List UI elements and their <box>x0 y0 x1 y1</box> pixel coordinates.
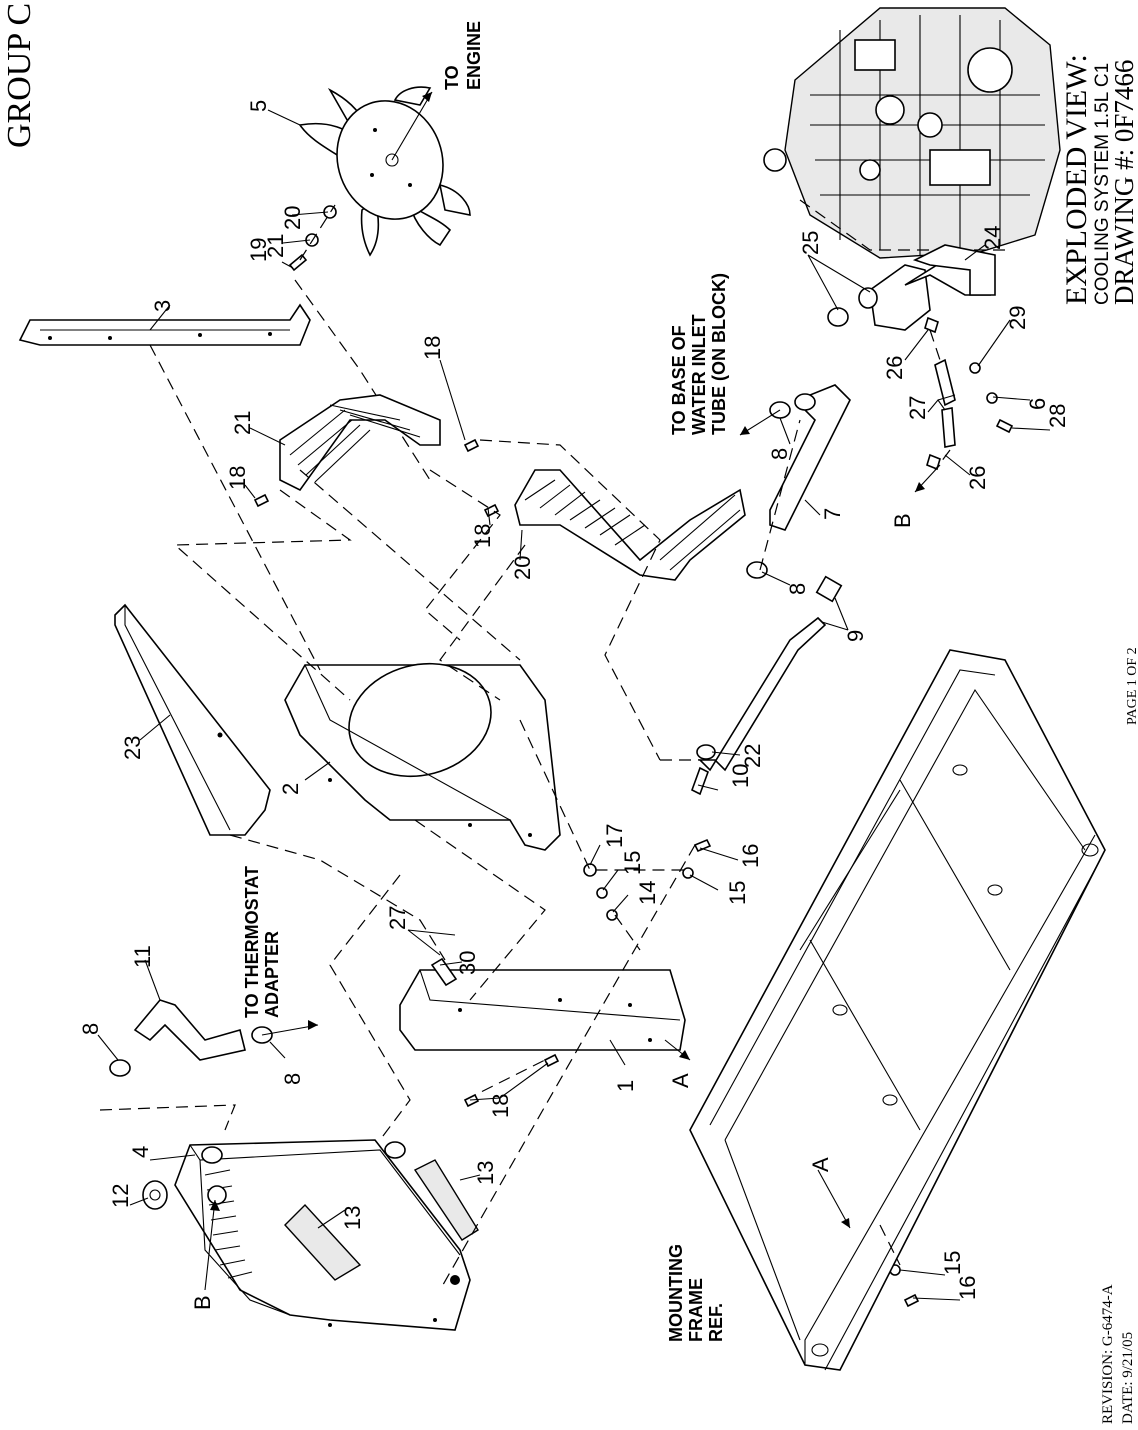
drawing-number: DRAWING #: 0F7466 <box>1109 60 1138 305</box>
ref-a-frame: A <box>808 1157 833 1172</box>
callout-numbers: 5 20 21 19 3 18 21 18 25 24 26 29 27 6 2… <box>78 100 1070 1300</box>
note-frame-2: FRAME <box>686 1278 706 1342</box>
date-label: DATE: 9/21/05 <box>1120 1332 1136 1424</box>
callout-10: 10 <box>728 764 753 788</box>
callout-15-c: 15 <box>940 1251 965 1275</box>
callout-8-a: 8 <box>767 448 792 460</box>
overflow-hose-9 <box>691 575 843 796</box>
note-water-inlet-3: TUBE (ON BLOCK) <box>709 273 729 435</box>
page-label: PAGE 1 OF 2 <box>1125 647 1138 725</box>
bracket-3 <box>18 303 311 346</box>
callout-8-b: 8 <box>785 583 810 595</box>
callout-16-b: 16 <box>955 1276 980 1300</box>
callout-25: 25 <box>798 231 823 255</box>
callout-16-a: 16 <box>738 844 763 868</box>
callout-21-b: 21 <box>230 411 255 435</box>
note-water-inlet-2: WATER INLET <box>689 314 709 435</box>
callout-12: 12 <box>108 1184 133 1208</box>
notes: TO ENGINE TO BASE OF WATER INLET TUBE (O… <box>190 21 915 1342</box>
callout-7: 7 <box>820 508 845 520</box>
callout-21: 21 <box>263 234 288 258</box>
group-label: GROUP C <box>1 3 38 148</box>
callout-18-d: 18 <box>488 1094 513 1118</box>
ref-b-tank: B <box>890 513 915 528</box>
callout-23: 23 <box>120 736 145 760</box>
coolant-tank-25 <box>827 259 991 331</box>
fan <box>298 86 471 257</box>
callout-18-b: 18 <box>225 466 250 490</box>
callout-28: 28 <box>1045 404 1070 428</box>
engine-illustration <box>763 7 1061 259</box>
leader-lines <box>97 109 1051 1301</box>
title-block: GROUP C EXPLODED VIEW: COOLING SYSTEM 1.… <box>1 3 1138 1424</box>
callout-24: 24 <box>980 226 1005 250</box>
note-to-engine-2: ENGINE <box>464 21 484 90</box>
callout-30: 30 <box>455 951 480 975</box>
callout-14: 14 <box>635 881 660 905</box>
callout-9: 9 <box>843 630 868 642</box>
callout-2: 2 <box>278 783 303 795</box>
note-water-inlet-1: TO BASE OF <box>669 325 689 435</box>
callout-27-b: 27 <box>385 906 410 930</box>
callout-13-a: 13 <box>340 1206 365 1230</box>
callout-4: 4 <box>128 1146 153 1158</box>
upper-grille-21 <box>279 394 441 492</box>
callout-8-d: 8 <box>280 1073 305 1085</box>
callout-1: 1 <box>613 1080 638 1092</box>
note-to-engine-1: TO <box>442 65 462 90</box>
mounting-bracket-1 <box>399 957 686 1051</box>
radiator-hose-11 <box>133 999 246 1061</box>
drawing-subtitle: COOLING SYSTEM 1.5L C1 <box>1092 63 1113 305</box>
note-thermostat-1: TO THERMOSTAT <box>242 866 262 1018</box>
lower-grille-20 <box>514 469 746 581</box>
ref-b-radiator: B <box>190 1295 215 1310</box>
ref-a-bracket: A <box>668 1073 693 1088</box>
mounting-frame <box>689 649 1106 1371</box>
callout-26-b: 26 <box>965 466 990 490</box>
view-title: EXPLODED VIEW: <box>1060 54 1093 305</box>
water-inlet-hose-7 <box>769 384 851 531</box>
revision-label: REVISION: G-6474-A <box>1100 1284 1116 1424</box>
tank-hose-27 <box>924 316 1014 471</box>
radiator-4 <box>142 1139 479 1331</box>
callout-6: 6 <box>1025 398 1050 410</box>
callout-20: 20 <box>280 206 305 230</box>
callout-8-c: 8 <box>78 1023 103 1035</box>
callout-26-a: 26 <box>882 356 907 380</box>
callout-18-a: 18 <box>420 336 445 360</box>
callout-3: 3 <box>150 300 175 312</box>
fan-shroud-2 <box>284 662 561 851</box>
note-thermostat-2: ADAPTER <box>262 931 282 1018</box>
side-panel-23 <box>114 603 271 836</box>
callout-29: 29 <box>1005 306 1030 330</box>
callout-15-b: 15 <box>725 881 750 905</box>
callout-20-b: 20 <box>510 556 535 580</box>
callout-5: 5 <box>246 100 271 112</box>
callout-27-a: 27 <box>905 396 930 420</box>
callout-19: 19 <box>246 238 271 262</box>
dashed-guides <box>99 329 951 1291</box>
note-frame-1: MOUNTING <box>666 1244 686 1342</box>
callout-18-c: 18 <box>470 524 495 548</box>
callout-15-a: 15 <box>620 851 645 875</box>
tank-bracket-24 <box>912 244 996 296</box>
callout-13-b: 13 <box>473 1161 498 1185</box>
note-frame-3: REF. <box>706 1303 726 1342</box>
callout-22: 22 <box>740 744 765 768</box>
arrows <box>204 409 941 1291</box>
callout-11: 11 <box>130 945 155 968</box>
callout-17: 17 <box>602 824 627 848</box>
hose-clamps <box>109 401 791 1077</box>
